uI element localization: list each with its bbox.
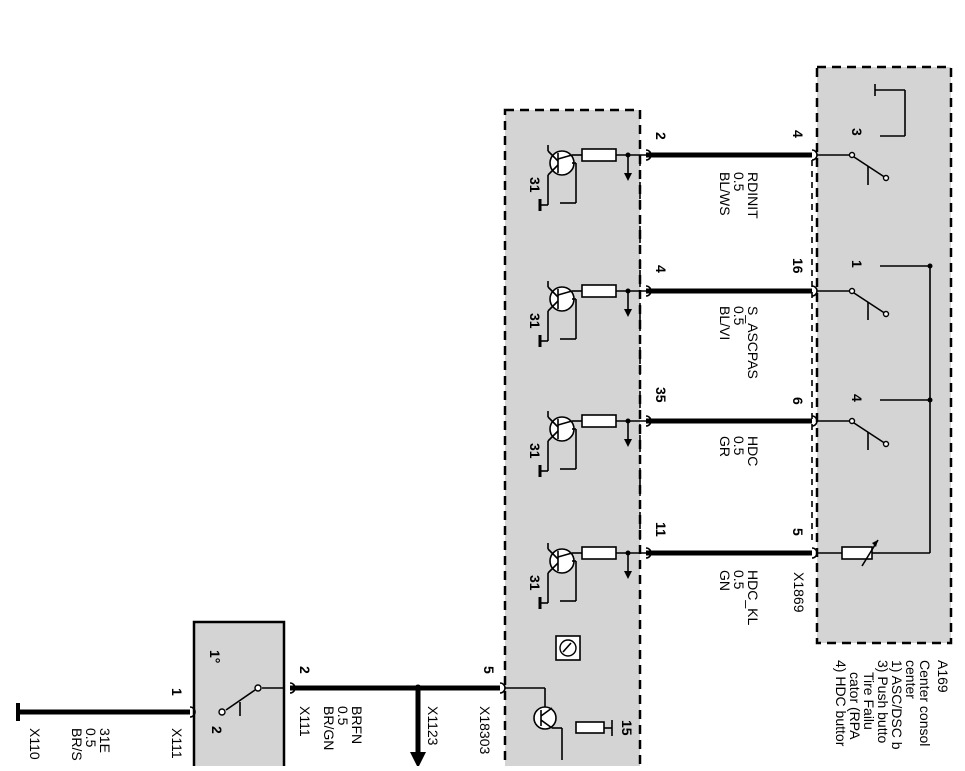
wire-name: HDC (745, 436, 761, 466)
pin-right-hdc: 6 (790, 397, 806, 405)
connector-x111-top: X111 (297, 706, 313, 737)
wire-label-31e: 31E 0.5 BR/S (69, 728, 113, 761)
connector-x110: X110 (27, 728, 43, 760)
indicator-element (817, 539, 880, 567)
wire-name: S_ASCPAS (745, 306, 761, 379)
component-id: A169 (935, 660, 951, 693)
wire-color: BL/WS (717, 172, 733, 216)
pin-15: 15 (619, 720, 635, 736)
component-line-6: cator (RPA (847, 672, 863, 740)
wire-label-hdc-kl: HDC_KL 0.5 GN (717, 570, 761, 625)
component-line-4: 3) Push butto (875, 660, 891, 743)
pin-relay-2: 2 (209, 726, 225, 734)
transistor-stages: 31 31 31 31 (527, 145, 646, 609)
control-unit-symbol (555, 635, 581, 661)
connector-arcs (645, 149, 818, 559)
control-unit-box (503, 108, 642, 771)
connector-x1123: X1123 (425, 706, 441, 746)
wire-color: BR/GN (321, 706, 337, 750)
connector-x18303: X18303 (477, 706, 493, 754)
component-line-1: Center consol (917, 660, 933, 746)
wire-color: BL/VI (717, 306, 733, 340)
arc-x18303 (499, 682, 506, 694)
pin-x111-bottom: 1 (169, 688, 185, 696)
wire-gauge: 0.5 (731, 436, 747, 456)
pin-left-hdc: 35 (653, 387, 669, 403)
switch-1 (817, 287, 890, 320)
wire-color: BR/S (69, 728, 85, 761)
pin-x111-top: 2 (297, 666, 313, 674)
pin-left-rdinit: 2 (653, 132, 669, 140)
switch-3 (817, 84, 906, 185)
arc-x111-top (289, 682, 296, 694)
wire-label-rdinit: RDINIT 0.5 BL/WS (717, 172, 761, 219)
wire-color: GR (717, 436, 733, 457)
wire-gauge: 0.5 (83, 728, 99, 748)
switch-label-4: 4 (849, 394, 865, 402)
component-description: A169 Center consol center 1) ASC/DSC b 3… (833, 660, 951, 750)
splice-arrow (410, 752, 426, 768)
ground-label-31: 31 (527, 313, 543, 329)
transistor-stage: 31 (527, 145, 646, 211)
pin-right-rdinit: 4 (790, 130, 806, 138)
ground-label-31: 31 (527, 443, 543, 459)
ground-label-31: 31 (527, 177, 543, 193)
transistor-stage: 31 (527, 543, 646, 609)
wire-gauge: 0.5 (731, 570, 747, 590)
switch-label-3: 3 (849, 128, 865, 136)
switch-4 (817, 417, 890, 450)
transistor-stage: 31 (527, 281, 646, 347)
pin-left-s-ascpas: 4 (653, 265, 669, 273)
wire-name: RDINIT (745, 172, 761, 219)
component-line-7: 4) HDC buttor (833, 660, 849, 747)
pin-right-s-ascpas: 16 (790, 258, 806, 274)
component-line-5: Tire Failu (861, 672, 877, 730)
relay-label: 1° (207, 650, 223, 663)
transistor-stage: 31 (527, 411, 646, 477)
wire-label-hdc: HDC 0.5 GR (717, 436, 761, 466)
relay-box (192, 620, 286, 771)
pin-right-hdc-kl: 5 (790, 528, 806, 536)
switch-center-box (815, 65, 953, 645)
wire-name: HDC_KL (745, 570, 761, 625)
pin-x18303: 5 (481, 666, 497, 674)
wire-color: GN (717, 570, 733, 591)
wire-name: BRFN (349, 706, 365, 744)
wire-label-brfn: BRFN 0.5 BR/GN (321, 706, 365, 750)
wire-gauge: 0.5 (335, 706, 351, 726)
bus-node-1 (927, 263, 933, 269)
lower-transistor (505, 687, 613, 760)
connector-x111-bottom: X111 (169, 728, 185, 759)
wire-name: 31E (97, 728, 113, 753)
bus-node-4 (927, 397, 933, 403)
wire-gauge: 0.5 (731, 306, 747, 326)
connector-x1869: X1869 (791, 572, 807, 613)
wire-label-s-ascpas: S_ASCPAS 0.5 BL/VI (717, 306, 761, 379)
component-line-2: center (903, 660, 919, 699)
wire-gauge: 0.5 (731, 172, 747, 192)
pin-left-hdc-kl: 11 (653, 522, 669, 537)
component-line-3: 1) ASC/DSC b (889, 660, 905, 750)
relay-switch (218, 684, 284, 716)
switch-label-1: 1 (849, 260, 865, 268)
ground-label-31: 31 (527, 575, 543, 591)
arc-x111-bottom (189, 706, 196, 718)
